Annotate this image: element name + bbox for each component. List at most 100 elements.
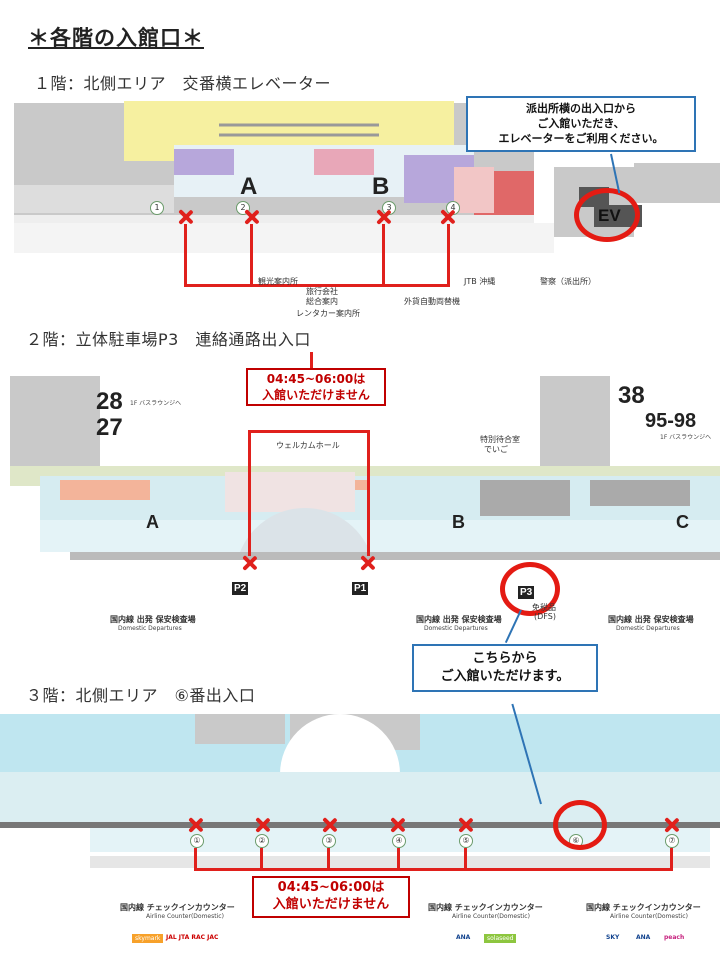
floor1-label-rentacar: レンタカー案内所 — [296, 309, 360, 318]
floor3-airline-peach: peach — [664, 934, 685, 941]
floor2-dfs-2: (DFS) — [534, 612, 556, 621]
floor3-counter-mid: 国内線 チェックインカウンター — [428, 903, 543, 912]
floor2-parking-p3: P3 — [518, 586, 535, 599]
floor2-heading: ２階：立体駐車場P3 連絡通路出入口 — [26, 330, 311, 349]
floor2-entrance-ring — [500, 562, 560, 616]
floor2-gate-b: B — [452, 512, 465, 532]
floor2-red-line — [248, 430, 251, 556]
floor3-airline-solaseed: solaseed — [484, 934, 517, 943]
floor1-map-art — [14, 101, 720, 253]
floor2-num-38: 38 — [618, 382, 645, 409]
floor3-warning-line1: 04:45~06:00は — [277, 880, 385, 895]
floor3-warning: 04:45~06:00は 入館いただけません — [252, 876, 410, 918]
floor1-ev-label: EV — [598, 206, 621, 225]
floor3-airline-ana: ANA — [456, 934, 471, 941]
floor1-red-line — [447, 224, 450, 286]
floor3-closed-mark-4 — [390, 818, 404, 832]
floor2-parking-p2: P2 — [232, 582, 249, 595]
floor3-entrance-ring — [553, 800, 607, 850]
floor2-welcome-hall: ウェルカムホール — [276, 441, 340, 450]
floor3-red-line — [327, 848, 330, 870]
floor3-map — [0, 714, 720, 894]
floor1-red-line — [184, 224, 187, 286]
floor2-red-line — [367, 430, 370, 556]
floor2-parking-p1: P1 — [352, 582, 369, 595]
floor2-num-9598: 95-98 — [645, 410, 697, 432]
floor1-door-1: 1 — [150, 201, 164, 215]
floor2-red-line — [248, 430, 370, 433]
floor2-callout-line2: ご入館いただけます。 — [440, 668, 570, 684]
floor2-dfs-1: 免税品 — [532, 603, 556, 612]
floor2-departures-a: 国内線 出発 保安検査場 — [110, 615, 196, 624]
floor3-counter-mid-en: Airline Counter(Domestic) — [452, 913, 530, 920]
floor3-airline-sky: SKY — [606, 934, 620, 941]
floor1-red-line — [184, 284, 450, 287]
floor3-door-1: ① — [190, 834, 204, 848]
floor2-num-27: 27 — [96, 414, 123, 441]
floor3-red-line — [670, 848, 673, 870]
floor2-departures-c: 国内線 出発 保安検査場 — [608, 615, 694, 624]
floor2-departures-a-en: Domestic Departures — [118, 625, 182, 632]
floor3-door-5: ⑤ — [459, 834, 473, 848]
floor1-label-police: 警察（派出所） — [540, 277, 596, 286]
floor1-heading: １階：北側エリア 交番横エレベーター — [34, 74, 332, 93]
floor3-closed-mark-3 — [322, 818, 336, 832]
floor3-airline-skymark: skymark — [132, 934, 164, 943]
floor1-closed-mark-4 — [440, 210, 454, 224]
floor2-departures-b-en: Domestic Departures — [424, 625, 488, 632]
floor1-closed-mark-2 — [244, 210, 258, 224]
floor2-bus-left: 1F バスラウンジへ — [130, 400, 182, 407]
floor2-warning: 04:45~06:00は 入館いただけません — [246, 368, 386, 406]
floor3-airline-ana2: ANA — [636, 934, 651, 941]
floor3-red-line — [464, 848, 467, 870]
floor1-label-tourist: 観光案内所 — [258, 277, 298, 286]
floor3-airline-jal: JAL JTA RAC JAC — [166, 934, 219, 941]
floor1-callout-line2: ご入館いただき、 — [537, 116, 625, 130]
floor3-warning-line2: 入館いただけません — [272, 896, 390, 912]
floor3-door-7: ⑦ — [665, 834, 679, 848]
floor3-door-4: ④ — [392, 834, 406, 848]
floor3-closed-mark-2 — [255, 818, 269, 832]
floor3-red-line — [194, 848, 197, 870]
floor2-warning-line1: 04:45~06:00は — [266, 372, 366, 386]
page-title: ＊各階の入館口＊ — [28, 26, 204, 50]
floor3-closed-mark-5 — [458, 818, 472, 832]
floor1-entrance-ring — [574, 188, 640, 242]
floor2-closed-mark-1 — [242, 556, 256, 570]
floor1-callout: 派出所横の出入口から ご入館いただき、 エレベーターをご利用ください。 — [466, 96, 696, 152]
floor3-door-2: ② — [255, 834, 269, 848]
floor1-closed-mark-3 — [376, 210, 390, 224]
floor3-counter-right-en: Airline Counter(Domestic) — [610, 913, 688, 920]
floor2-bus-right: 1F バスラウンジへ — [660, 434, 712, 441]
floor2-waiting-room-2: でいご — [484, 445, 508, 454]
floor2-gate-a: A — [146, 512, 159, 532]
floor3-map-art — [0, 714, 720, 868]
floor1-label-jtb: JTB 沖縄 — [464, 277, 496, 286]
floor1-label-travel: 旅行会社 — [306, 287, 338, 296]
floor3-counter-right: 国内線 チェックインカウンター — [586, 903, 701, 912]
floor1-callout-line1: 派出所横の出入口から — [526, 102, 636, 115]
floor3-closed-mark-7 — [664, 818, 678, 832]
floor2-map-art — [10, 376, 720, 560]
floor1-map — [14, 97, 720, 337]
floor3-heading: ３階：北側エリア ⑥番出入口 — [26, 686, 256, 705]
floor1-callout-line3: エレベーターをご利用ください。 — [498, 131, 664, 145]
floor3-counter-left: 国内線 チェックインカウンター — [120, 903, 235, 912]
floor2-callout: こちらから ご入館いただけます。 — [412, 644, 598, 692]
floor3-red-line — [397, 848, 400, 870]
floor3-red-line — [260, 848, 263, 870]
floor1-closed-mark-1 — [178, 210, 192, 224]
floor2-warning-line2: 入館いただけません — [262, 387, 370, 402]
floor3-counter-left-en: Airline Counter(Domestic) — [146, 913, 224, 920]
floor2-waiting-room-1: 特別待合室 — [480, 435, 520, 444]
floor1-gate-a: A — [240, 173, 258, 200]
floor2-num-28: 28 — [96, 388, 123, 415]
floor1-red-line — [382, 224, 385, 286]
floor2-departures-c-en: Domestic Departures — [616, 625, 680, 632]
floor3-red-line — [194, 868, 673, 871]
floor1-label-general: 総合案内 — [306, 297, 338, 306]
floor3-door-3: ③ — [322, 834, 336, 848]
floor1-gate-b: B — [372, 173, 390, 200]
floor2-callout-line1: こちらから — [472, 651, 538, 666]
floor2-red-line — [310, 352, 313, 368]
